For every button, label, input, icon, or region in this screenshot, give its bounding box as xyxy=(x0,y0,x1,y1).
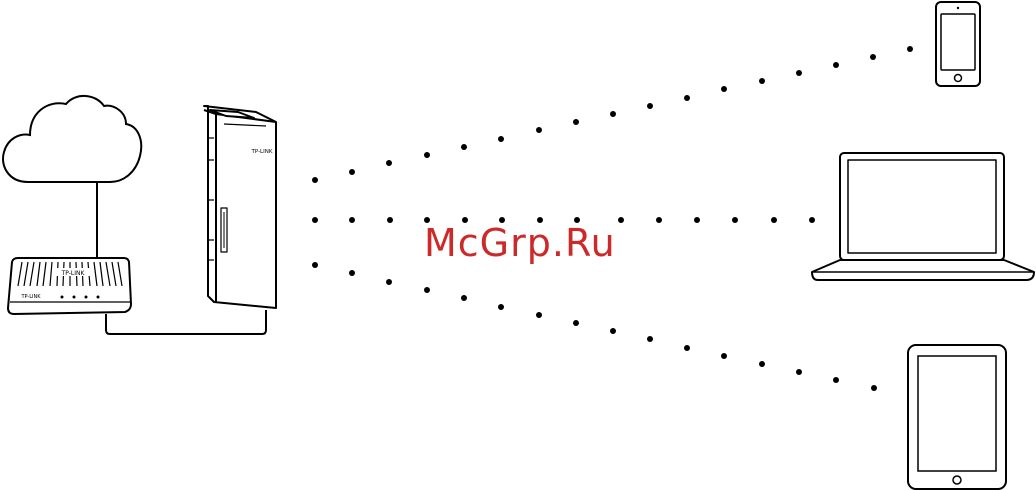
laptop-icon xyxy=(812,153,1034,280)
outdoor-cpe-icon xyxy=(204,106,276,308)
router-brand-label: TP-LINK xyxy=(61,270,86,277)
cloud-icon xyxy=(3,96,141,182)
wireless-signal-to-tablet xyxy=(312,262,877,391)
cpe-brand-label: TP-LINK xyxy=(251,149,273,155)
ethernet-cable xyxy=(106,310,266,334)
watermark-text: McGrp.Ru xyxy=(424,224,616,262)
smartphone-icon xyxy=(936,2,980,86)
router-icon: TP-LINK TP-LINK xyxy=(8,258,131,314)
tablet-icon xyxy=(908,345,1006,489)
wireless-signal-to-phone xyxy=(312,46,913,183)
router-front-label: TP-LINK xyxy=(20,294,41,300)
